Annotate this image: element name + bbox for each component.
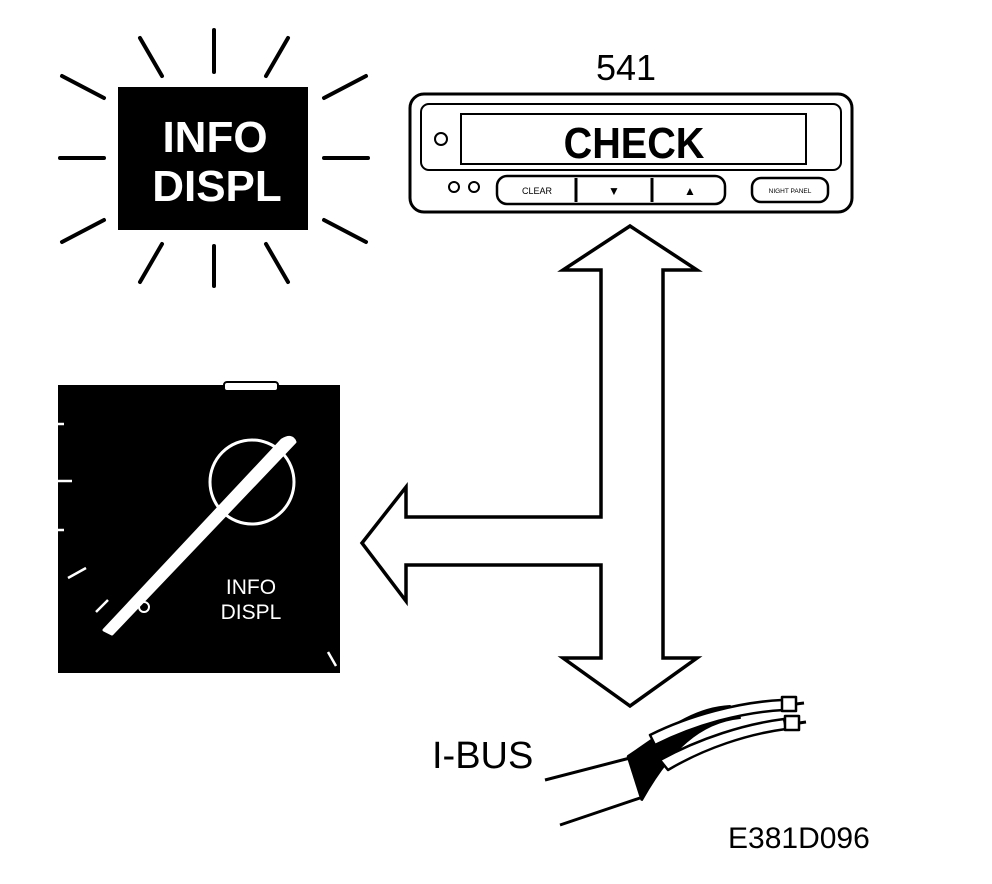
figure-code: E381D096 bbox=[728, 822, 870, 855]
night-panel-button-frame bbox=[750, 176, 830, 204]
cable-terminal-2 bbox=[783, 714, 801, 732]
button-strip-frame bbox=[495, 174, 727, 206]
cable-terminal-1 bbox=[780, 695, 798, 713]
bus-arrows bbox=[359, 223, 703, 709]
i-bus-label: I-BUS bbox=[432, 735, 533, 777]
display-unit: 541 CHECK CLEAR ▼ ▲ NIGHT PANEL bbox=[408, 47, 854, 214]
gauge-pivot-icon bbox=[138, 601, 150, 613]
gauge-top-notch bbox=[223, 381, 279, 392]
night-panel-button[interactable]: NIGHT PANEL bbox=[769, 188, 812, 195]
down-button[interactable]: ▼ bbox=[608, 184, 620, 198]
info-displ-warning-lamp: INFO DISPL bbox=[58, 28, 370, 288]
gauge-tick-marks bbox=[58, 422, 338, 667]
display-unit-screen-text: CHECK bbox=[564, 118, 705, 167]
gauge-text-line1: INFO bbox=[226, 576, 276, 599]
gauge-text-line2: DISPL bbox=[221, 601, 282, 624]
instrument-gauge: INFO DISPL bbox=[58, 381, 340, 673]
display-unit-ref-number: 541 bbox=[596, 47, 656, 88]
display-unit-sensor-icon bbox=[434, 132, 448, 146]
button-strip bbox=[495, 174, 727, 206]
gauge-needle bbox=[102, 435, 297, 636]
gauge-warning-lamp-ring bbox=[208, 438, 296, 526]
up-button[interactable]: ▲ bbox=[684, 184, 696, 198]
indicator-dot-icon bbox=[468, 181, 480, 193]
lamp-text-line1: INFO bbox=[162, 113, 267, 162]
lamp-panel bbox=[118, 87, 308, 230]
bus-arrow-outline bbox=[359, 223, 703, 709]
clear-button[interactable]: CLEAR bbox=[522, 186, 553, 196]
i-bus-cable bbox=[544, 695, 807, 827]
lamp-text-line2: DISPL bbox=[152, 162, 282, 211]
lamp-rays bbox=[58, 28, 370, 288]
display-unit-screen bbox=[460, 113, 807, 165]
indicator-dot-icon bbox=[448, 181, 460, 193]
